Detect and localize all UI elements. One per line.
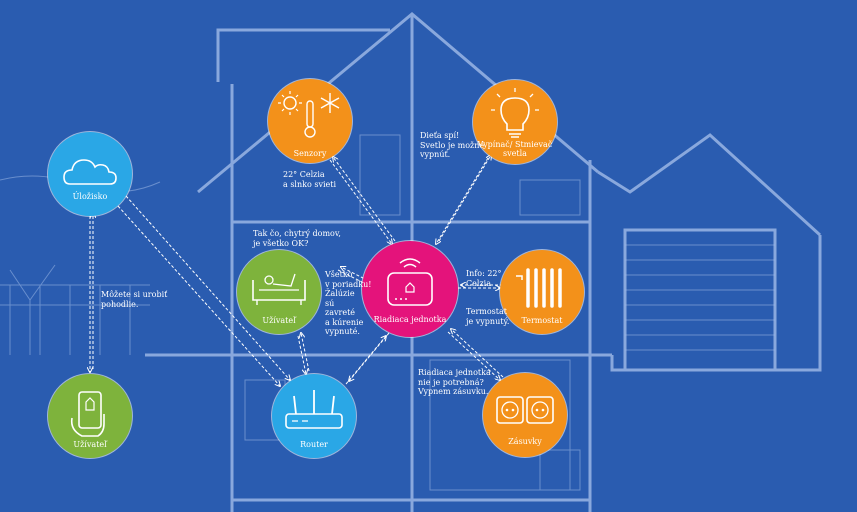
light-bulb-icon bbox=[491, 88, 539, 138]
user-phone-label: Užívateľ bbox=[73, 440, 107, 449]
note-all-ok: Všetko v poriadku! Žalúzie sú zavreté a … bbox=[325, 270, 372, 336]
hub-device-icon bbox=[387, 258, 433, 306]
note-ask-home: Tak čo, chytrý domov, je všetko OK? bbox=[253, 229, 341, 248]
storage-node: Úložisko bbox=[48, 132, 132, 216]
connection-arrow bbox=[125, 195, 290, 380]
router-node: Router bbox=[272, 374, 356, 458]
cloud-icon bbox=[63, 159, 117, 185]
connection-arrow bbox=[451, 329, 504, 378]
connection-arrow bbox=[447, 331, 500, 380]
dimmer-label: Vypínač/ Stmievač svetla bbox=[477, 140, 553, 158]
thermostat-label: Termostat bbox=[521, 316, 563, 325]
user-sofa-node: Užívateľ bbox=[237, 250, 321, 334]
hub-node: Riadiaca jednotka bbox=[362, 241, 458, 337]
sockets-node: Zásuvky bbox=[483, 373, 567, 457]
note-relax: Môžete si urobiť pohodlie. bbox=[101, 290, 168, 309]
user-sofa-label: Užívateľ bbox=[262, 316, 296, 325]
router-icon bbox=[285, 390, 343, 429]
note-thermo-info: Info: 22° Celzia bbox=[466, 269, 502, 288]
power-socket-icon bbox=[496, 396, 554, 424]
note-thermo-off: Termostat je vypnutý. bbox=[466, 307, 510, 326]
connection-arrow bbox=[349, 332, 390, 381]
router-label: Router bbox=[300, 440, 328, 449]
radiator-icon bbox=[516, 268, 562, 308]
note-sensors-info: 22° Celzia a slnko svieti bbox=[283, 170, 337, 189]
connection-arrow bbox=[438, 155, 491, 242]
sockets-label: Zásuvky bbox=[508, 437, 542, 446]
connection-arrows bbox=[90, 155, 504, 386]
phone-hand-icon bbox=[70, 391, 105, 437]
sensors-node: Senzory bbox=[268, 79, 352, 163]
sensors-label: Senzory bbox=[293, 149, 327, 158]
user-phone-node: Užívateľ bbox=[48, 374, 132, 458]
note-day-sleep: Dieťa spí! Svetlo je možné vypnúť. bbox=[420, 131, 485, 159]
storage-label: Úložisko bbox=[72, 192, 108, 201]
note-sockets-info: Riadiaca jednotka nie je potrebná? Vypne… bbox=[418, 368, 491, 396]
thermostat-node: Termostat bbox=[500, 250, 584, 334]
connection-arrow bbox=[337, 269, 374, 288]
connection-arrow bbox=[297, 335, 306, 374]
connection-arrow bbox=[333, 157, 396, 242]
sun-snowflake-thermometer-icon bbox=[278, 91, 340, 138]
hub-label: Riadiaca jednotka bbox=[373, 315, 447, 324]
connection-arrow bbox=[117, 205, 280, 386]
connection-arrow bbox=[329, 159, 392, 244]
connection-arrow bbox=[436, 157, 489, 244]
connection-arrow bbox=[301, 333, 310, 372]
person-on-sofa-icon bbox=[252, 273, 306, 305]
dimmer-node: Vypínač/ Stmievač svetla bbox=[473, 80, 557, 164]
